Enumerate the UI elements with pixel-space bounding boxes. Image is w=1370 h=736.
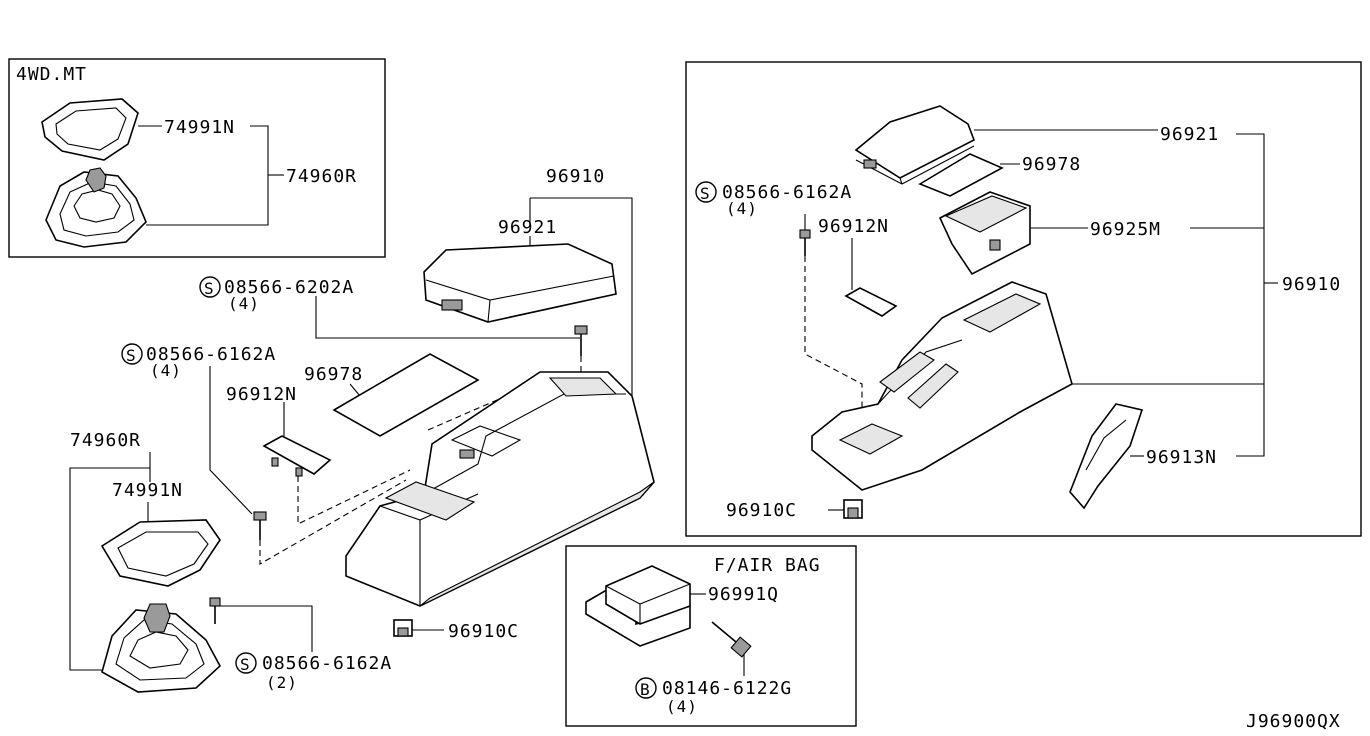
diagram-code: J96900QX	[1246, 711, 1341, 732]
clip-right-icon	[843, 499, 863, 519]
boot-ring-icon	[41, 98, 139, 161]
label-96921-main: 96921	[498, 217, 557, 238]
label-96910c-right: 96910C	[726, 500, 797, 521]
label-96913n-right: 96913N	[1146, 447, 1217, 468]
panel-airbag-title: F/AIR BAG	[714, 555, 821, 576]
label-08566-6162a-bottom: 08566-6162A	[262, 653, 392, 674]
label-08146-6122g-qty: (4)	[666, 697, 698, 716]
clip-icon	[393, 619, 413, 637]
label-96910-main: 96910	[546, 166, 605, 187]
console-mat-right-icon	[918, 153, 1004, 197]
armrest-lid-right-icon	[854, 105, 975, 185]
label-08566-6162a-left: 08566-6162A	[146, 344, 276, 365]
shift-boot-left-icon	[101, 603, 221, 693]
panel-4wd-mt: 4WD.MT 74991N 74960R	[8, 58, 386, 258]
shift-boot-icon	[45, 167, 147, 248]
label-74960r-top: 74960R	[286, 166, 357, 187]
bracket-icon	[1069, 403, 1144, 510]
screw-symbol-6162a-right: S	[700, 184, 711, 203]
panel-alt-console: 96921 96978 S 08566-6162A (4) 96912N	[685, 61, 1362, 537]
label-08566-6162a-right-qty: (4)	[726, 199, 758, 218]
label-74991n-top: 74991N	[164, 117, 235, 138]
screw-symbol-6202a: S	[204, 279, 215, 298]
label-96991q: 96991Q	[708, 584, 779, 605]
left-shift-boot-group: 74960R 74991N S 08566-6162A (2)	[69, 430, 392, 693]
label-74960r-left: 74960R	[70, 430, 141, 451]
bolt-icon	[711, 621, 752, 658]
label-08566-6162a-bottom-qty: (2)	[266, 673, 298, 692]
label-74991n-left: 74991N	[112, 480, 183, 501]
label-96912n-right: 96912N	[818, 216, 889, 237]
label-08146-6122g: 08146-6122G	[662, 678, 792, 699]
label-96910c-main: 96910C	[448, 621, 519, 642]
label-08566-6202a-qty: (4)	[228, 294, 260, 313]
airbag-bracket-icon	[585, 565, 691, 647]
console-cover-icon	[262, 435, 332, 477]
label-96912n-main: 96912N	[226, 384, 297, 405]
label-08566-6162a-right: 08566-6162A	[722, 182, 852, 203]
panel-airbag: F/AIR BAG 96991Q B 08146-6122G (4)	[565, 545, 857, 727]
label-08566-6162a-left-qty: (4)	[150, 361, 182, 380]
screw-icon	[253, 511, 267, 540]
boot-ring-left-icon	[100, 519, 221, 587]
screw-icon	[799, 229, 811, 256]
console-cover-right-icon	[844, 287, 898, 317]
label-08566-6202a: 08566-6202A	[224, 277, 354, 298]
main-console-group: 96910 96921 S 08566-6202A (4) S 08566-61…	[121, 166, 655, 642]
label-96925m-right: 96925M	[1090, 219, 1161, 240]
panel-4wd-mt-title: 4WD.MT	[16, 64, 87, 85]
label-96978-main: 96978	[304, 364, 363, 385]
screw-icon	[209, 597, 221, 624]
bolt-symbol-6122g: B	[640, 680, 651, 699]
screw-icon	[574, 325, 588, 356]
console-tray-icon	[938, 191, 1031, 276]
center-console-icon	[345, 371, 655, 607]
label-96910-right: 96910	[1282, 274, 1341, 295]
armrest-lid-icon	[423, 243, 617, 323]
label-96978-right: 96978	[1022, 154, 1081, 175]
screw-symbol-6162a-bottom: S	[240, 655, 251, 674]
label-96921-right: 96921	[1160, 124, 1219, 145]
screw-symbol-6162a-left: S	[126, 346, 137, 365]
console-mat-icon	[332, 353, 480, 437]
center-console-right-icon	[811, 281, 1264, 491]
